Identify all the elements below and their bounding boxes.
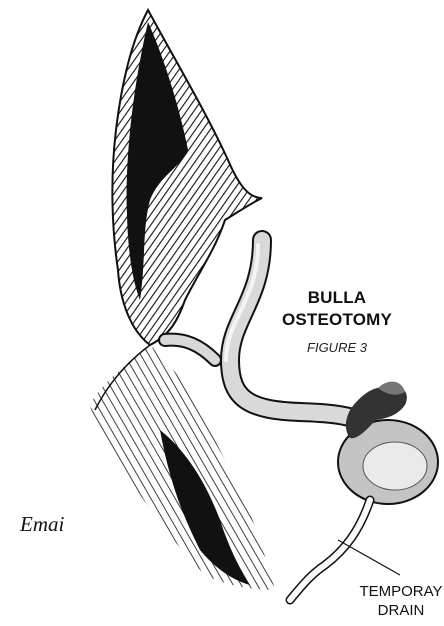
diagram-title-line2: OSTEOTOMY bbox=[262, 310, 412, 330]
drain-label-line2: DRAIN bbox=[358, 601, 444, 621]
figure-label: FIGURE 3 bbox=[262, 340, 412, 355]
side-text: Emai bbox=[20, 512, 64, 537]
drain-label-line1: TEMPORAY bbox=[358, 582, 444, 602]
bulla-opening bbox=[363, 442, 427, 490]
drain-leader-line bbox=[338, 540, 400, 575]
diagram-title-line1: BULLA bbox=[262, 288, 412, 308]
